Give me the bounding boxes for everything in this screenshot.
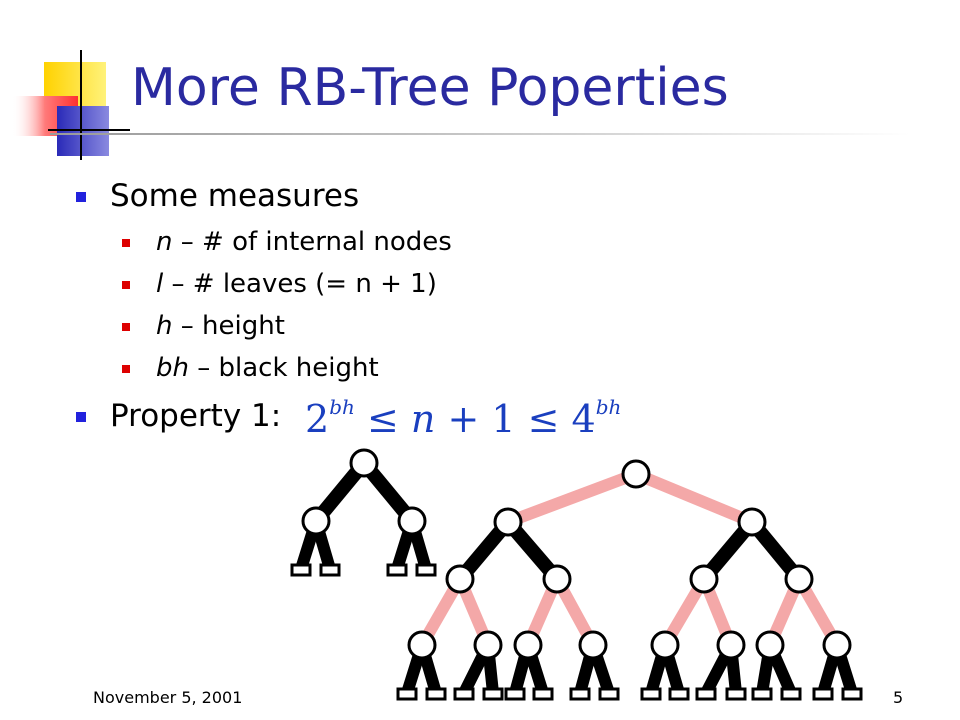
sub-bullet-text: – # of internal nodes xyxy=(172,227,452,257)
sub-bullet-text: – black height xyxy=(188,353,379,383)
tree-node xyxy=(650,630,680,660)
sub-bullet-h: h – height xyxy=(122,311,285,341)
corner-decoration xyxy=(0,0,140,170)
leaf-node xyxy=(386,563,408,577)
formula-plus-one: + 1 ≤ xyxy=(435,397,572,441)
sub-bullet-text: – # leaves (= n + 1) xyxy=(163,269,437,299)
leaf-node xyxy=(319,563,341,577)
sub-bullet-text: – height xyxy=(172,311,285,341)
leaf-node xyxy=(725,687,747,701)
formula-exp-1: bh xyxy=(329,395,355,419)
leaf-node xyxy=(695,687,717,701)
tree-node xyxy=(542,564,572,594)
sub-bullet-var: bh xyxy=(156,353,189,383)
title-divider xyxy=(50,133,910,135)
leaf-node xyxy=(812,687,834,701)
footer-page-number: 5 xyxy=(893,688,904,707)
formula-leq-1: ≤ xyxy=(354,397,411,441)
leaf-node xyxy=(290,563,312,577)
red-edge xyxy=(505,468,639,528)
tree-node xyxy=(349,448,379,478)
formula-base-1: 2 xyxy=(305,397,330,441)
leaf-node xyxy=(841,687,863,701)
tree-node xyxy=(716,630,746,660)
sub-bullet-n: n – # of internal nodes xyxy=(122,227,452,257)
leaf-node xyxy=(532,687,554,701)
tree-node xyxy=(578,630,608,660)
leaf-node xyxy=(396,687,418,701)
leaf-node xyxy=(668,687,690,701)
tree-node xyxy=(301,506,331,536)
tree-node xyxy=(397,506,427,536)
leaf-node xyxy=(415,563,437,577)
sub-bullet-bh: bh – black height xyxy=(122,353,379,383)
formula-var-n: n xyxy=(410,397,436,441)
bullet-property-1: Property 1: xyxy=(75,398,282,434)
tree-node xyxy=(737,507,767,537)
sub-bullet-var: l xyxy=(156,269,164,299)
tree-node xyxy=(755,630,785,660)
tree-node xyxy=(493,507,523,537)
tree-node xyxy=(513,630,543,660)
sub-bullet-l: l – # leaves (= n + 1) xyxy=(122,269,437,299)
property-1-formula: 2bh ≤ n + 1 ≤ 4bh xyxy=(305,395,621,441)
footer-date: November 5, 2001 xyxy=(93,688,243,707)
tree-node xyxy=(621,459,651,489)
leaf-node xyxy=(482,687,504,701)
leaf-node xyxy=(751,687,773,701)
formula-exp-2: bh xyxy=(595,395,622,419)
leaf-node xyxy=(598,687,620,701)
leaf-node xyxy=(425,687,447,701)
red-edge xyxy=(633,468,755,528)
sub-bullet-var: n xyxy=(156,227,173,257)
tree-node xyxy=(822,630,852,660)
tree-node xyxy=(784,564,814,594)
leaf-node xyxy=(453,687,475,701)
tree-node xyxy=(445,564,475,594)
tree-node xyxy=(407,630,437,660)
slide-title: More RB-Tree Poperties xyxy=(131,58,729,118)
leaf-node xyxy=(569,687,591,701)
tree-node xyxy=(473,630,503,660)
bullet-some-measures: Some measures xyxy=(75,178,360,214)
formula-base-2: 4 xyxy=(571,397,596,441)
tree-node xyxy=(689,564,719,594)
leaf-node xyxy=(640,687,662,701)
leaf-node xyxy=(780,687,802,701)
leaf-node xyxy=(504,687,526,701)
sub-bullet-var: h xyxy=(156,311,173,341)
